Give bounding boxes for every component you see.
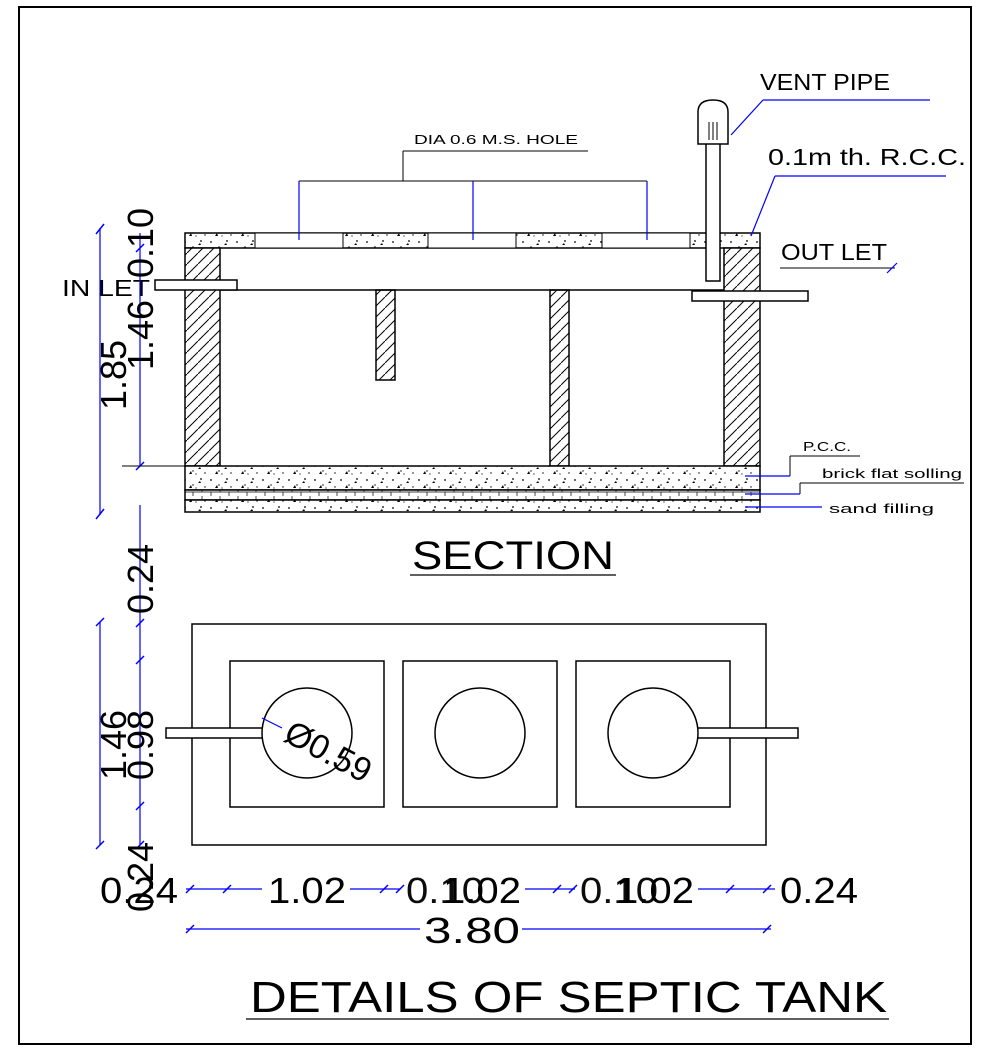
dim-plan-inner-width: 0.98: [120, 710, 161, 780]
drawing-frame: [18, 6, 972, 1045]
dim-plan-wall-bottom: 0.24: [120, 842, 161, 912]
dim-total-length: 3.80: [424, 910, 520, 951]
manhole-2: [434, 687, 526, 779]
brick-flat-solling-layer: [184, 489, 761, 501]
dim-inner-height: 1.46: [120, 300, 161, 370]
outlet-label: OUT LET: [781, 239, 887, 265]
manhole-1: [261, 687, 353, 779]
dim-right-wall: 0.24: [780, 870, 858, 911]
vent-pipe-label: VENT PIPE: [760, 69, 890, 95]
dim-chamber-2: 1.02: [443, 870, 521, 911]
section-dimensions: [95, 223, 185, 520]
dim-plan-wall-top: 0.24: [120, 544, 161, 614]
section-annotations: [298, 99, 964, 508]
inlet-label: IN LET: [62, 275, 150, 301]
baffle-2: [549, 289, 570, 467]
sand-filling-layer: [184, 499, 761, 513]
manhole-3: [607, 687, 699, 779]
dim-chamber-1: 1.02: [268, 870, 346, 911]
plan-outlet-pipe: [696, 727, 799, 739]
section-title: SECTION: [412, 534, 614, 578]
plan-vertical-dimensions: [95, 505, 145, 850]
dim-partition-2: 0.10: [580, 870, 658, 911]
slab-hole-2: [427, 232, 517, 249]
vent-pipe: [705, 139, 721, 282]
dim-slab-thickness: 0.10: [120, 208, 161, 278]
dia-hole-label: DIA 0.6 M.S. HOLE: [414, 132, 578, 147]
section-view: [154, 99, 809, 513]
plan-inlet-pipe: [165, 727, 264, 739]
sand-filling-label: sand filling: [829, 501, 934, 516]
pcc-layer: [184, 465, 761, 491]
length-dimensions: [185, 884, 775, 934]
baffle-1: [375, 289, 396, 381]
right-wall: [723, 247, 761, 467]
plan-view: [165, 623, 799, 846]
dim-plan-overall-width: 1.46: [93, 710, 134, 780]
inlet-pipe: [154, 279, 238, 291]
dim-chamber-3: 1.02: [616, 870, 694, 911]
pcc-label: P.C.C.: [803, 439, 851, 454]
rcc-label: 0.1m th. R.C.C.: [768, 144, 966, 170]
dim-left-wall: 0.24: [100, 870, 178, 911]
outlet-pipe: [691, 290, 809, 302]
brick-flat-solling-label: brick flat solling: [822, 466, 962, 481]
slab-hole-3: [601, 232, 691, 249]
dim-partition-1: 0.10: [406, 870, 484, 911]
drawing-title: DETAILS OF SEPTIC TANK: [250, 973, 887, 1022]
dim-overall-height: 1.85: [93, 340, 134, 410]
